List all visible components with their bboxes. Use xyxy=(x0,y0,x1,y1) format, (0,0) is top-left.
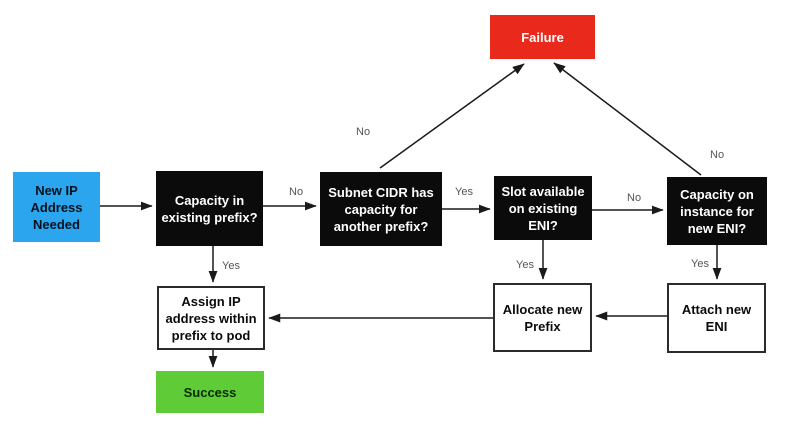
terminal-success: Success xyxy=(156,371,264,413)
edge-label-yes-capacity-prefix: Yes xyxy=(222,260,240,272)
decision-subnet-cidr-capacity: Subnet CIDR has capacity for another pre… xyxy=(320,172,442,246)
edge-label-no-capacity-prefix: No xyxy=(289,186,304,198)
start-node-new-ip-needed: New IP Address Needed xyxy=(13,172,100,242)
edge-label-no-slot-eni: No xyxy=(627,192,642,204)
edge-label-yes-subnet-cidr: Yes xyxy=(455,186,473,198)
edge-label-yes-slot-eni: Yes xyxy=(516,259,534,271)
process-assign-ip-to-pod: Assign IP address within prefix to pod xyxy=(157,286,265,350)
decision-capacity-instance-new-eni: Capacity on instance for new ENI? xyxy=(667,177,767,245)
decision-slot-available-eni: Slot available on existing ENI? xyxy=(494,176,592,240)
process-allocate-new-prefix: Allocate new Prefix xyxy=(493,283,592,352)
process-attach-new-eni: Attach new ENI xyxy=(667,283,766,353)
decision-capacity-existing-prefix: Capacity in existing prefix? xyxy=(156,171,263,246)
edge-label-yes-capacity-eni: Yes xyxy=(691,258,709,270)
edge-label-no-subnet-to-failure: No xyxy=(356,126,371,138)
edge-label-no-eni-to-failure: No xyxy=(710,149,725,161)
terminal-failure: Failure xyxy=(490,15,595,59)
